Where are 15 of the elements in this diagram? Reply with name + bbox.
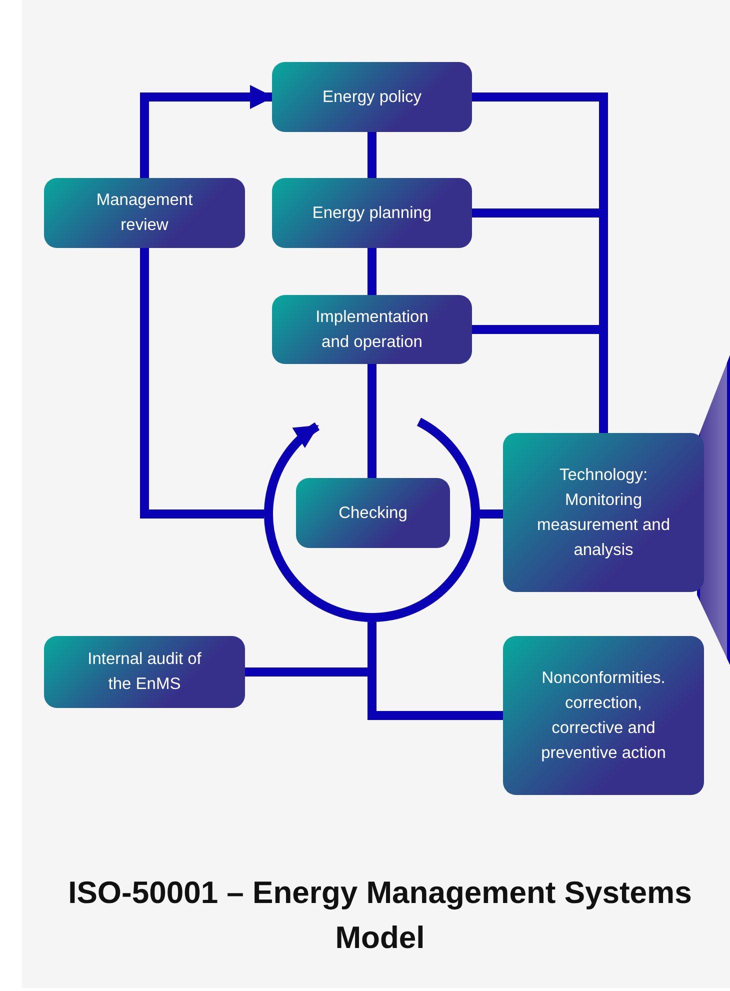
connector-line bbox=[480, 510, 503, 518]
process-box: Nonconformities. correction, corrective and preventive action bbox=[503, 636, 704, 795]
connector-line bbox=[368, 248, 376, 295]
process-box: Implementation and operation bbox=[272, 295, 472, 364]
process-box: Energy planning bbox=[272, 178, 472, 248]
arrow bbox=[140, 85, 274, 178]
process-box: Internal audit of the EnMS bbox=[44, 636, 245, 708]
connector-line bbox=[368, 364, 376, 478]
connector-line bbox=[368, 132, 376, 178]
process-box: Management review bbox=[44, 178, 245, 248]
process-box: Technology: Monitoring measurement and analysis bbox=[503, 433, 704, 592]
process-box: Checking bbox=[296, 478, 450, 548]
process-box: Energy policy bbox=[272, 62, 472, 132]
connector-line bbox=[140, 248, 264, 518]
diagram-title: ISO-50001 – Energy Management Systems Model bbox=[67, 874, 693, 957]
